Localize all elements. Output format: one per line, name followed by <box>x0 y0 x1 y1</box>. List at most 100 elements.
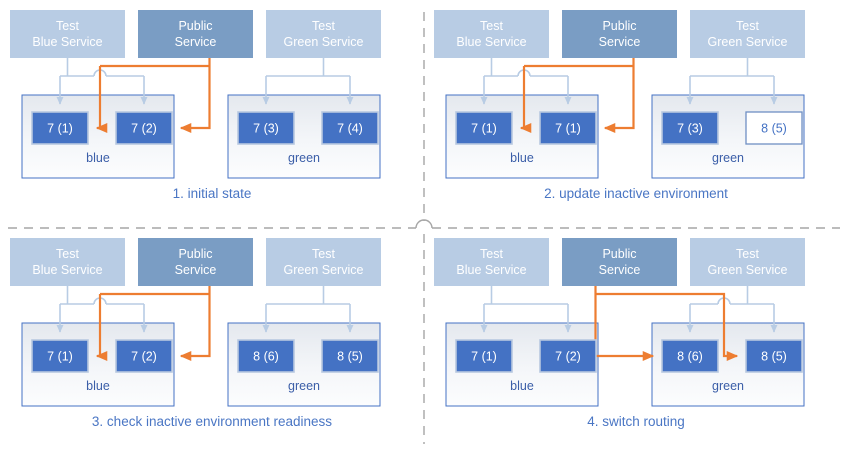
pod-box-green-1 <box>237 339 295 373</box>
pod-blue-2: 7 (1) <box>539 111 597 145</box>
test-green-service-line2: Green Service <box>284 35 364 49</box>
pod-label-blue-2: 7 (2) <box>131 122 157 136</box>
test-blue-service-box[interactable] <box>434 238 549 286</box>
pod-label-blue-1: 7 (1) <box>471 350 497 364</box>
pod-label-green-1: 8 (6) <box>677 350 703 364</box>
test-blue-service-line1: Test <box>480 247 503 261</box>
public-service-line2: Service <box>599 263 641 277</box>
pod-label-blue-1: 7 (1) <box>47 350 73 364</box>
pod-label-green-1: 7 (3) <box>253 122 279 136</box>
test-blue-connectors <box>56 286 148 333</box>
test-blue-service-box[interactable] <box>10 238 125 286</box>
test-green-connectors <box>262 286 354 333</box>
pod-box-blue-2 <box>115 339 173 373</box>
environment-label-blue: blue <box>510 151 534 165</box>
test-blue-connectors <box>480 58 572 105</box>
public-service-line1: Public <box>602 19 636 33</box>
public-route-to-pod-1 <box>594 286 655 362</box>
pod-blue-1: 7 (1) <box>455 339 513 373</box>
pod-green-1: 7 (3) <box>237 111 295 145</box>
test-blue-service-box[interactable] <box>10 10 125 58</box>
pod-box-blue-1 <box>455 339 513 373</box>
pod-label-green-2: 8 (5) <box>337 350 363 364</box>
pod-box-green-1 <box>661 111 719 145</box>
pod-label-blue-2: 7 (2) <box>555 350 581 364</box>
pod-label-blue-2: 7 (1) <box>555 122 581 136</box>
environment-label-green: green <box>288 379 320 393</box>
test-green-service-line1: Test <box>736 247 759 261</box>
public-traffic-routes <box>519 58 635 134</box>
test-green-service-box[interactable] <box>690 238 805 286</box>
public-traffic-routes <box>95 58 211 134</box>
public-route-to-pod-2 <box>595 292 739 362</box>
panel-caption-2: 2. update inactive environment <box>544 186 728 201</box>
public-route-to-pod-1 <box>95 294 108 362</box>
public-service-box[interactable] <box>138 10 253 58</box>
environment-label-blue: blue <box>510 379 534 393</box>
test-blue-service-line2: Blue Service <box>456 35 526 49</box>
pod-box-green-2 <box>745 339 803 373</box>
panel-caption-3: 3. check inactive environment readiness <box>92 414 332 429</box>
test-green-service-box[interactable] <box>266 238 381 286</box>
test-blue-service-line1: Test <box>56 19 79 33</box>
environment-label-green: green <box>288 151 320 165</box>
test-green-service-box[interactable] <box>266 10 381 58</box>
public-route-to-pod-2 <box>179 294 211 362</box>
test-green-service-line2: Green Service <box>708 35 788 49</box>
pod-blue-1: 7 (1) <box>455 111 513 145</box>
test-green-service-line1: Test <box>312 19 335 33</box>
pod-box-blue-1 <box>31 339 89 373</box>
pod-box-blue-2 <box>539 339 597 373</box>
pod-box-blue-1 <box>31 111 89 145</box>
pod-box-green-2 <box>321 339 379 373</box>
public-service-box[interactable] <box>562 238 677 286</box>
public-service-line1: Public <box>178 247 212 261</box>
public-service-line1: Public <box>602 247 636 261</box>
pod-box-green-2 <box>745 111 803 145</box>
public-route-to-pod-2 <box>179 66 211 134</box>
environment-label-green: green <box>712 151 744 165</box>
pod-blue-2: 7 (2) <box>539 339 597 373</box>
public-service-line2: Service <box>175 263 217 277</box>
pod-green-1: 8 (6) <box>661 339 719 373</box>
test-green-service-box[interactable] <box>690 10 805 58</box>
test-green-service-line1: Test <box>312 247 335 261</box>
pod-green-1: 8 (6) <box>237 339 295 373</box>
pod-green-2: 8 (5) <box>745 111 803 145</box>
pod-green-2: 8 (5) <box>321 339 379 373</box>
pod-green-1: 7 (3) <box>661 111 719 145</box>
pod-box-blue-2 <box>539 111 597 145</box>
test-blue-service-line2: Blue Service <box>32 263 102 277</box>
environment-label-blue: blue <box>86 379 110 393</box>
test-green-connectors <box>686 58 778 105</box>
public-service-box[interactable] <box>138 238 253 286</box>
public-service-box[interactable] <box>562 10 677 58</box>
test-green-connectors <box>686 286 778 333</box>
pod-label-green-2: 8 (5) <box>761 350 787 364</box>
test-green-service-line2: Green Service <box>284 263 364 277</box>
test-blue-service-box[interactable] <box>434 10 549 58</box>
panel-caption-4: 4. switch routing <box>587 414 685 429</box>
test-blue-service-line2: Blue Service <box>32 35 102 49</box>
public-service-line1: Public <box>178 19 212 33</box>
test-blue-service-line1: Test <box>56 247 79 261</box>
public-traffic-routes <box>95 286 211 362</box>
pod-blue-1: 7 (1) <box>31 339 89 373</box>
